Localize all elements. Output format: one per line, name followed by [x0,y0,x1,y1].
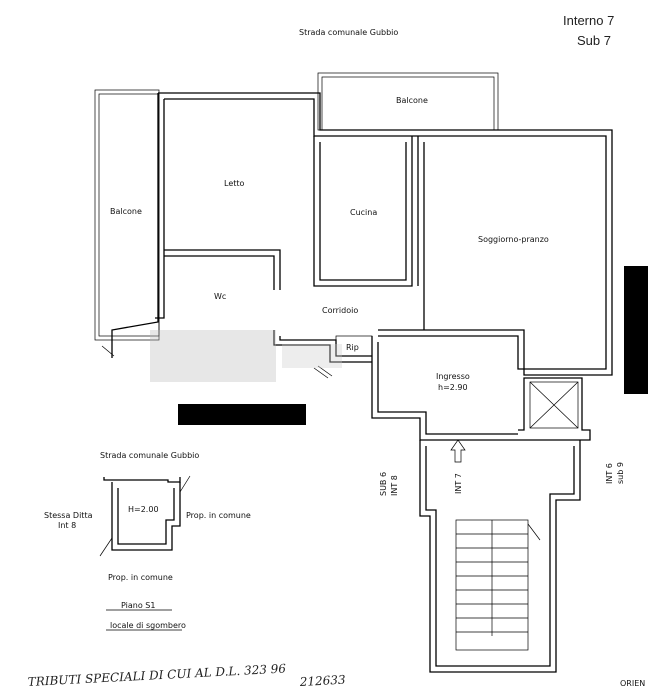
redaction-bar-center [178,404,306,425]
inset-left-label-2: Int 8 [58,521,76,530]
room-cucina: Cucina [350,208,377,217]
inset-plan [99,475,191,557]
neighbour-int6: INT 6 [605,463,614,484]
inset-height: H=2.00 [128,505,159,514]
room-balcone-left: Balcone [110,207,142,216]
inset-left-label-1: Stessa Ditta [44,511,93,520]
neighbour-sub6: SUB 6 [379,472,388,496]
neighbour-sub9: sub 9 [616,462,625,484]
inset-usage: locale di sgombero [110,621,186,630]
room-rip: Rip [346,343,359,352]
room-ingresso: Ingresso [436,372,470,381]
room-ingresso-height: h=2.90 [438,383,468,392]
balcony-left [94,89,160,341]
handwriting-tributi: TRIBUTI SPECIALI DI CUI AL D.L. 323 96 [27,661,286,688]
inset-floor: Piano S1 [121,601,155,610]
orientation-label: ORIEN [620,679,645,688]
inset-street: Strada comunale Gubbio [100,451,199,460]
apartment-walls [101,92,613,673]
room-balcone-top: Balcone [396,96,428,105]
handwriting-number: 212633 [298,673,346,688]
blurred-region [150,330,342,382]
room-letto: Letto [224,179,245,188]
inset-bottom-label: Prop. in comune [108,573,173,582]
neighbour-int7: INT 7 [454,473,463,494]
street-label-top: Strada comunale Gubbio [299,28,398,37]
room-corridoio: Corridoio [322,306,358,315]
inset-right-label: Prop. in comune [186,511,251,520]
unit-label-sub: Sub 7 [577,33,611,48]
room-wc: Wc [214,292,226,301]
entrance-arrow-icon [450,439,466,463]
neighbour-int8: INT 8 [390,475,399,496]
unit-label-interno: Interno 7 [563,13,614,28]
room-soggiorno: Soggiorno-pranzo [478,235,549,244]
stair-treads [455,519,541,651]
redaction-bar-right [624,266,648,394]
